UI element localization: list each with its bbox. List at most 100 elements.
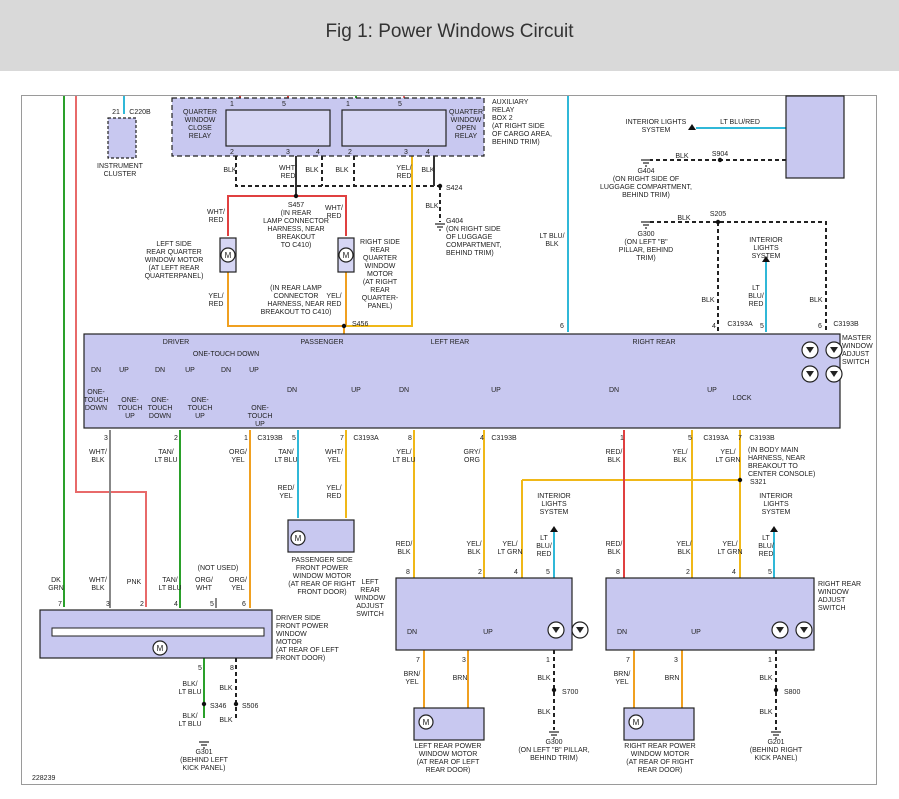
wire-label-line: YEL/ [720, 449, 735, 456]
g201-label-line: KICK PANEL) [754, 755, 797, 762]
g301-label-line: KICK PANEL) [182, 765, 225, 772]
passenger-motor-label-line: (AT REAR OF RIGHT [288, 581, 356, 588]
mode-label-line: ONE- [87, 389, 105, 396]
wire-label-line: RED [209, 301, 224, 308]
pin-number: 5 [282, 101, 286, 108]
left-rear-switch-label-line: WINDOW [355, 595, 386, 602]
interior-lights-label-line: SYSTEM [642, 127, 671, 134]
g300-label-line: TRIM) [636, 255, 655, 262]
led-icon [806, 347, 814, 353]
interior-lights-label-line: INTERIOR [537, 493, 570, 500]
pin-number: 8 [230, 665, 234, 672]
wire-label-line: BLK [421, 167, 435, 174]
pin-number: 7 [416, 657, 420, 664]
figure-id: 228239 [32, 775, 55, 782]
wire-label-line: LT BLU [392, 457, 415, 464]
wire-label: BRN [665, 675, 680, 682]
wire-label-line: YEL [231, 585, 244, 592]
wire-label-line: RED [749, 301, 764, 308]
instrument-cluster-label-line: INSTRUMENT [97, 163, 144, 170]
motor-letter: M [343, 251, 350, 260]
figure-title: Fig 1: Power Windows Circuit [325, 21, 574, 42]
wire-label-line: ORG/ [195, 577, 213, 584]
pin-number: 1 [346, 101, 350, 108]
interior-lights-label-line: INTERIOR [749, 237, 782, 244]
pin-number: 21 [112, 109, 120, 116]
arrow-up-icon [770, 526, 778, 532]
master-switch-label-line: ADJUST [842, 351, 870, 358]
g300-label-line: G300 [637, 231, 654, 238]
mode-label-line: UP [255, 421, 265, 428]
aux-relay-label-line: (AT RIGHT SIDE [492, 123, 545, 130]
motor-letter: M [423, 718, 430, 727]
pin-number: 1 [244, 435, 248, 442]
wire-label-line: YEL [327, 457, 340, 464]
g404b-label-line: LUGGAGE COMPARTMENT, [600, 184, 692, 191]
wire-label-line: LT BLU/ [539, 233, 564, 240]
component-layer [39, 95, 845, 749]
left-rear-switch-label-line: ADJUST [356, 603, 384, 610]
wire-label-line: RED [327, 493, 342, 500]
s456-note-line: (IN REAR LAMP [270, 285, 322, 292]
close-relay-label-line: QUARTER [183, 109, 217, 116]
pin-number: 7 [738, 435, 742, 442]
wht-red-wire [296, 195, 347, 236]
pin-number: 7 [626, 657, 630, 664]
wire-label-line: BLU/ [748, 293, 764, 300]
wire-label-line: YEL/ [396, 165, 411, 172]
wire-label-line: RED [209, 217, 224, 224]
g300b-label-line: BEHIND TRIM) [530, 755, 578, 762]
figure-header: Fig 1: Power Windows Circuit [0, 0, 899, 71]
left-rear-motor-label-line: (AT REAR OF LEFT [417, 759, 480, 766]
left-quarter-motor-label-line: QUARTERPANEL) [145, 273, 204, 280]
switch-direction-label: DN [617, 629, 627, 636]
wire-label-line: BLK/ [182, 681, 197, 688]
open-relay-box [341, 109, 447, 147]
pin-number: 7 [58, 601, 62, 608]
pin-number: 2 [174, 435, 178, 442]
right-quarter-motor-label-line: RIGHT SIDE [360, 239, 400, 246]
driver-motor-label-line: MOTOR [276, 639, 302, 646]
wire-label-line: ORG/ [229, 577, 247, 584]
left-rear-switch-box [395, 577, 573, 651]
switch-direction-label: UP [483, 629, 493, 636]
led-icon [800, 627, 808, 633]
g404-label-line: COMPARTMENT, [446, 242, 501, 249]
mode-label-line: TOUCH [84, 397, 109, 404]
wire-label-line: GRY/ [464, 449, 481, 456]
g201-label-line: (BEHIND RIGHT [750, 747, 803, 754]
pin-number: 1 [620, 435, 624, 442]
wire-label-line: BLK [673, 457, 687, 464]
connector-label: C3193B [491, 435, 517, 442]
pin-number: 8 [406, 569, 410, 576]
pin-number: 5 [688, 435, 692, 442]
wire-label-line: YEL/ [676, 541, 691, 548]
connector-label: C3193B [749, 435, 775, 442]
right-quarter-motor-label-line: WINDOW [365, 263, 396, 270]
left-rear-switch-label-line: REAR [360, 587, 379, 594]
mode-label-line: TOUCH [248, 413, 273, 420]
s457-label-line: (IN REAR [281, 210, 312, 217]
wire-label-line: ORG [464, 457, 480, 464]
pin-number: 4 [480, 435, 484, 442]
wire-label-line: WHT/ [89, 577, 107, 584]
connector-label: C3193B [833, 321, 859, 328]
s800-label: S800 [784, 689, 800, 696]
wire-label-line: BLK [425, 203, 439, 210]
lock-label: LOCK [732, 395, 751, 402]
wire-label-line: RED [327, 301, 342, 308]
g404-label-line: BEHIND TRIM) [446, 250, 494, 257]
one-touch-down-label: ONE-TOUCH DOWN [193, 351, 259, 358]
wht-red-wire [227, 195, 296, 236]
wire-label-line: ORG/ [229, 449, 247, 456]
s457-label-line: HARNESS, NEAR [267, 226, 324, 233]
c3193-note-line: (IN BODY MAIN [748, 447, 798, 454]
g404-label-line: G404 [446, 218, 463, 225]
right-rear-switch-label-line: ADJUST [818, 597, 846, 604]
wire-label-line: RED/ [278, 485, 295, 492]
pin-number: 3 [104, 435, 108, 442]
led-icon [830, 347, 838, 353]
instrument-cluster-label-line: CLUSTER [104, 171, 137, 178]
aux-relay-label-line: AUXILIARY [492, 99, 529, 106]
